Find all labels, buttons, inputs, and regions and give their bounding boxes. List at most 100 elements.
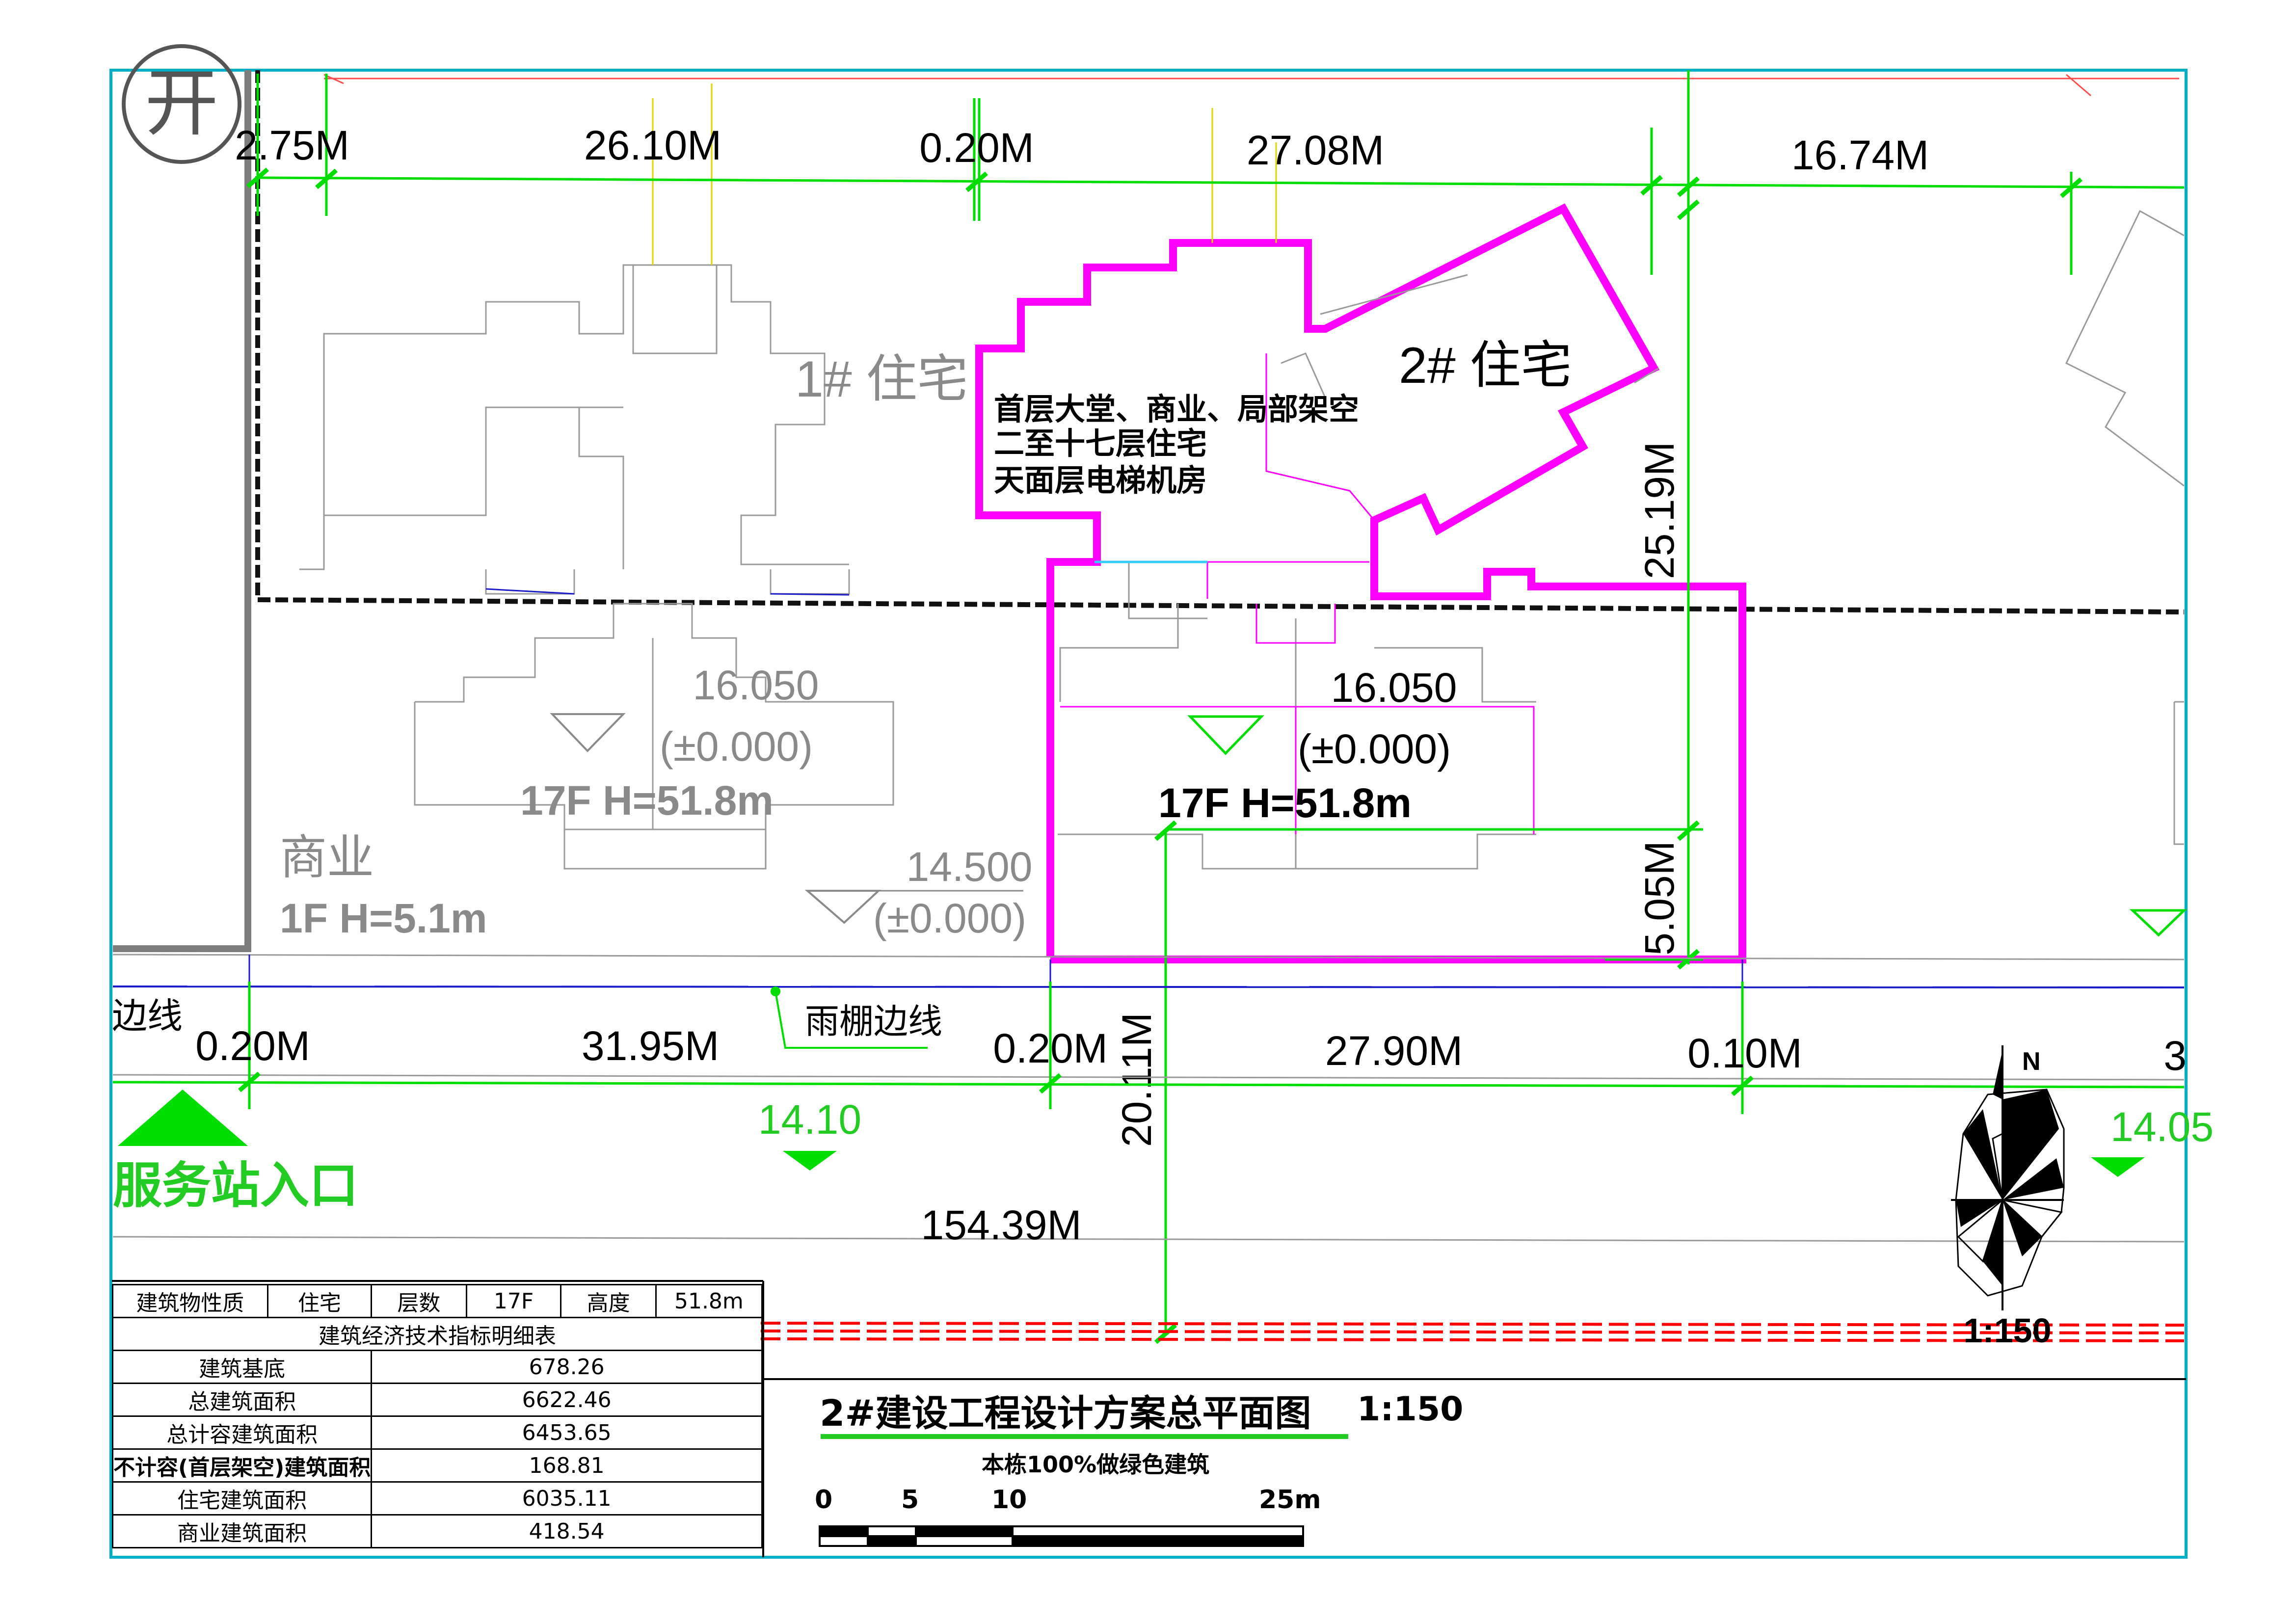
row-label: 住宅建筑面积 <box>111 1481 373 1516</box>
road-elevation-2: 14.05 <box>2110 1104 2214 1150</box>
bottom-dimension-ticks <box>238 1071 1754 1096</box>
top-dim-1: 2.75M <box>235 122 349 168</box>
economic-indicator-table: 建筑物性质 住宅 层数 17F 高度 51.8m 建筑经济技术指标明细表 建筑基… <box>111 1284 763 1548</box>
vertical-dimension-lines <box>1164 209 1703 1335</box>
scale-bar-label-10: 10 <box>991 1485 1027 1515</box>
table-header-row: 建筑物性质 住宅 层数 17F 高度 51.8m <box>112 1284 763 1318</box>
open-mark-text: 开 <box>145 62 218 144</box>
vertical-dim-1: 25.19M <box>1636 442 1682 579</box>
road-elevation-1-triangle <box>783 1151 837 1171</box>
bottom-dim-5: 0.10M <box>1687 1030 1802 1076</box>
north-label: N <box>2022 1047 2041 1076</box>
canopy-label: 雨棚边线 <box>805 1002 942 1040</box>
vertical-dim-2: 5.05M <box>1636 841 1682 955</box>
drawing-frame <box>109 69 2188 1559</box>
scale-bar-label-5: 5 <box>901 1485 919 1515</box>
right-height: 17F H=51.8m <box>1158 780 1412 826</box>
header-cell: 51.8m <box>655 1284 763 1318</box>
canopy-edge-line <box>112 985 2185 988</box>
row-label: 不计容(首层架空)建筑面积 <box>111 1448 373 1483</box>
table-frame-lines <box>112 1280 2186 1557</box>
entrance-arrow-icon <box>118 1090 248 1146</box>
bottom-dim-edge: 3 <box>2163 1033 2187 1079</box>
total-dim: 154.39M <box>921 1202 1082 1248</box>
compass-scale-label: 1:150 <box>1963 1311 2051 1350</box>
drawing-scale: 1:150 <box>1357 1390 1464 1429</box>
table-row: 建筑基底 678.26 <box>111 1350 763 1384</box>
commerce-label: 商业 <box>280 831 374 884</box>
header-cell: 17F <box>465 1284 562 1318</box>
table-caption: 建筑经济技术指标明细表 <box>112 1317 763 1351</box>
bottom-dim-2: 31.95M <box>582 1023 719 1069</box>
road-elevation-1: 14.10 <box>758 1096 861 1143</box>
table-row: 总计容建筑面积 6453.65 <box>111 1415 763 1450</box>
row-label: 总计容建筑面积 <box>111 1415 373 1450</box>
building-2-label: 2# 住宅 <box>1399 337 1572 394</box>
commerce-height: 1F H=5.1m <box>280 895 487 941</box>
table-row: 不计容(首层架空)建筑面积 168.81 <box>111 1448 763 1483</box>
row-label: 建筑基底 <box>111 1350 373 1384</box>
building-2-desc-line-3: 天面层电梯机房 <box>994 464 1207 498</box>
row-label: 商业建筑面积 <box>111 1514 373 1548</box>
table-row: 住宅建筑面积 6035.11 <box>111 1481 763 1516</box>
road-lines <box>112 954 2185 1243</box>
building-2-desc-line-1: 首层大堂、商业、局部架空 <box>994 393 1359 426</box>
row-label: 总建筑面积 <box>111 1383 373 1417</box>
low-elevation: 14.500 <box>907 844 1033 890</box>
compass-rose-icon: N 1:150 <box>1951 1045 2065 1350</box>
drawing-subtitle: 本栋100%做绿色建筑 <box>982 1451 1210 1478</box>
road-elevation-2-triangle <box>2091 1157 2145 1177</box>
building-2-desc: 首层大堂、商业、局部架空 二至十七层住宅 天面层电梯机房 <box>994 393 1359 498</box>
building-2-grey-lines <box>1128 274 1659 619</box>
header-cell: 建筑物性质 <box>112 1284 268 1318</box>
right-elevation-rel: (±0.000) <box>1298 726 1451 772</box>
top-dim-3: 0.20M <box>919 125 1034 171</box>
property-line-grey <box>113 70 251 952</box>
building-left-lower-outline <box>414 603 894 870</box>
header-cell: 层数 <box>371 1284 467 1318</box>
bottom-dim-4: 27.90M <box>1325 1028 1463 1074</box>
open-mark: 开 <box>122 44 241 164</box>
row-value: 168.81 <box>371 1448 763 1483</box>
row-value: 418.54 <box>371 1514 763 1548</box>
building-1-outline <box>299 264 850 595</box>
building-right-inner-magenta <box>1060 604 1535 834</box>
drawing-title: 2#建设工程设计方案总平面图 <box>820 1392 1311 1435</box>
bottom-dimension-lines <box>112 982 2185 1114</box>
building-2-inner-lines <box>1206 353 1375 599</box>
row-value: 678.26 <box>371 1350 763 1384</box>
top-dimension-ticks <box>246 167 2082 198</box>
scale-bar-label-0: 0 <box>815 1485 833 1515</box>
boundary-dashed-line <box>257 597 2185 614</box>
right-elevation: 16.050 <box>1331 665 1457 711</box>
row-value: 6622.46 <box>371 1383 763 1417</box>
top-dim-5: 16.74M <box>1791 132 1929 178</box>
left-elevation-rel: (±0.000) <box>660 723 813 770</box>
building-2-footprint <box>975 203 1746 963</box>
row-value: 6453.65 <box>371 1415 763 1450</box>
left-elevation: 16.050 <box>693 662 819 708</box>
low-elevation-rel: (±0.000) <box>873 895 1026 941</box>
elevation-triangle-right <box>1187 715 1264 755</box>
top-dim-2: 26.10M <box>584 122 721 168</box>
vertical-dim-3: 20.11M <box>1114 1012 1160 1147</box>
scale-bar-label-25: 25m <box>1259 1485 1321 1515</box>
low-elevation-triangle <box>804 890 881 924</box>
row-value: 6035.11 <box>371 1481 763 1516</box>
building-2-desc-line-2: 二至十七层住宅 <box>994 427 1207 461</box>
table-row: 商业建筑面积 418.54 <box>111 1514 763 1548</box>
elevation-triangle-left <box>550 713 626 752</box>
bottom-dim-1: 0.20M <box>195 1023 310 1069</box>
title-block: 2#建设工程设计方案总平面图 1:150 本栋100%做绿色建筑 0 5 10 … <box>815 1384 1502 1580</box>
top-dim-4: 27.08M <box>1247 127 1384 173</box>
title-underline <box>821 1434 1348 1439</box>
table-row: 总建筑面积 6622.46 <box>111 1383 763 1417</box>
entrance-label: 服务站入口 <box>113 1158 358 1213</box>
scale-bar <box>819 1525 1304 1547</box>
table-caption-row: 建筑经济技术指标明细表 <box>112 1317 763 1351</box>
right-edge-triangle <box>2129 909 2188 937</box>
canopy-label-group: 雨棚边线 <box>771 986 942 1049</box>
yellow-guide-lines <box>652 83 1277 265</box>
left-height: 17F H=51.8m <box>520 777 774 824</box>
neighbour-building-right <box>2065 210 2185 845</box>
